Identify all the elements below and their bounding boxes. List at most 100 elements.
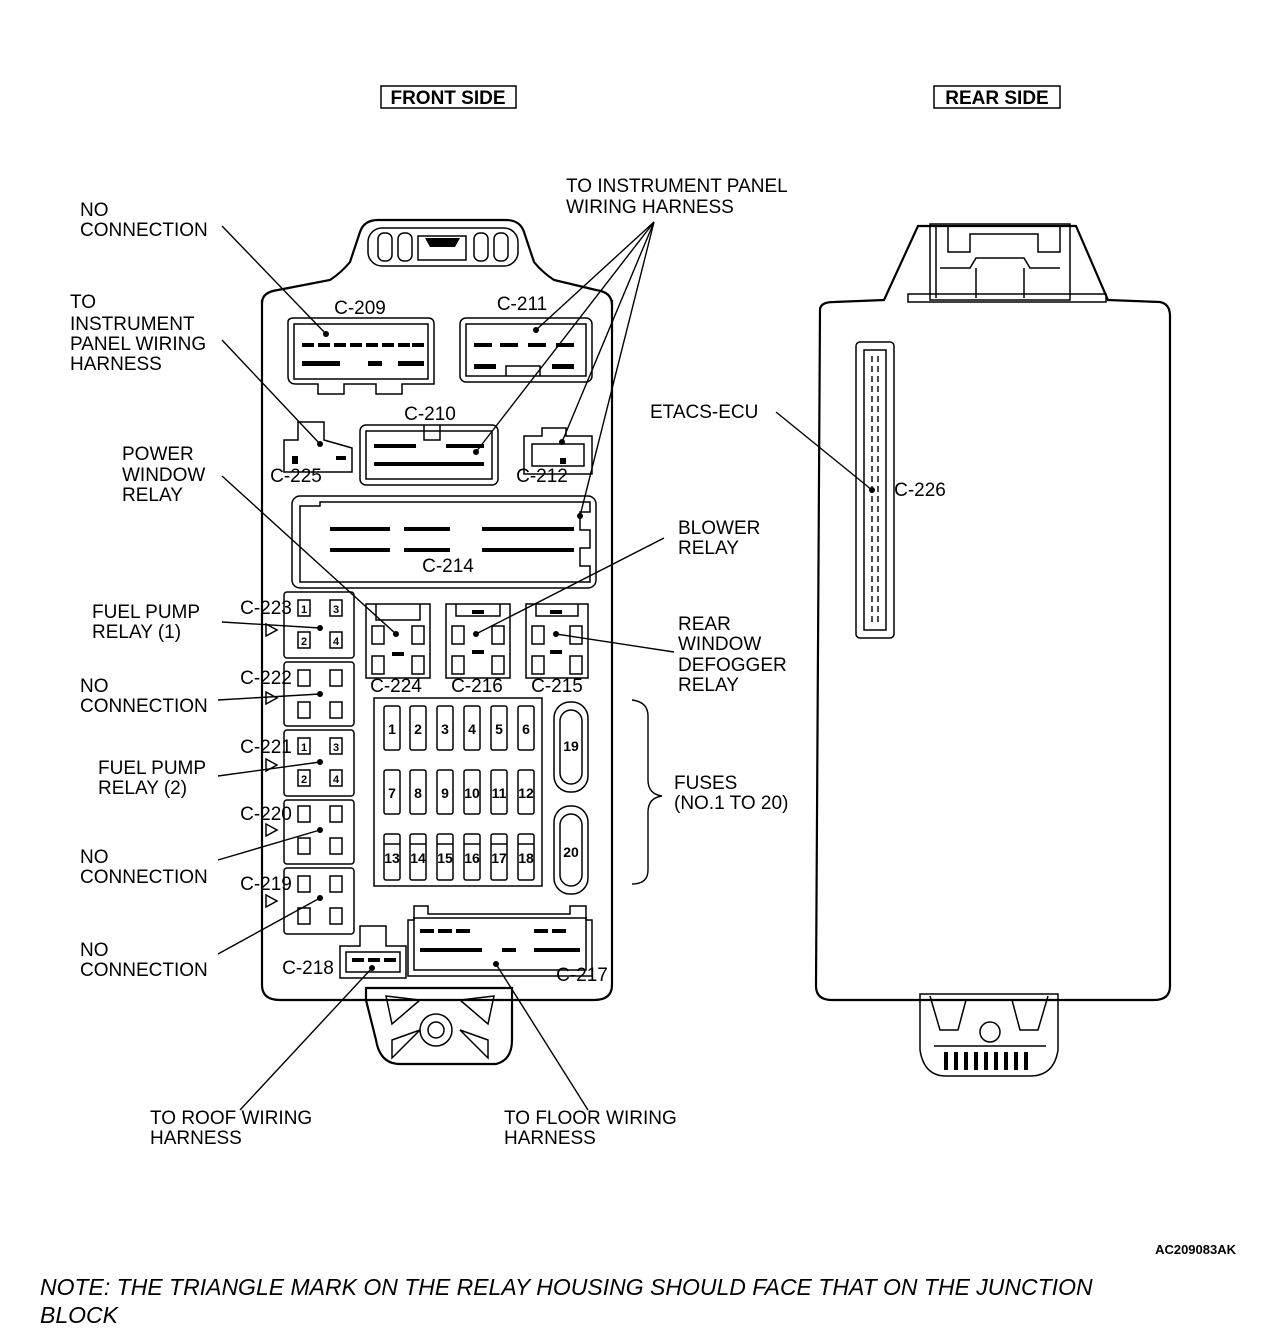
fuse-11-label: 11 — [492, 785, 507, 801]
svg-text:CONNECTION: CONNECTION — [80, 220, 208, 241]
svg-text:CONNECTION: CONNECTION — [80, 867, 208, 888]
triangle-mark-icon — [265, 622, 279, 638]
fuse-13: 13 — [383, 833, 401, 881]
fuse-3-label: 3 — [441, 721, 449, 737]
connector-c225-label: C-225 — [270, 466, 322, 487]
fuse-8-label: 8 — [414, 785, 422, 801]
relay-socket-c216-label: C-216 — [451, 676, 503, 697]
connector-c225 — [283, 421, 353, 473]
triangle-mark-icon — [265, 690, 279, 706]
svg-text:TO: TO — [70, 292, 96, 313]
rear-side-header-box — [933, 85, 1061, 109]
svg-text:NO: NO — [80, 676, 109, 697]
fuse-9-label: 9 — [441, 785, 449, 801]
fuse-15-label: 15 — [437, 850, 453, 866]
front-junction-block — [260, 218, 614, 1066]
relay-socket-c216 — [445, 603, 511, 679]
svg-text:WINDOW: WINDOW — [678, 634, 761, 655]
connector-c218-label: C-218 — [282, 958, 334, 979]
fuse-10: 10 — [463, 769, 481, 815]
fuse-13-label: 13 — [384, 850, 400, 866]
fuse-6-label: 6 — [522, 721, 530, 737]
figure-code: AC209083AK — [1155, 1242, 1237, 1257]
connector-c212 — [523, 427, 593, 475]
fuse-11: 11 — [490, 769, 508, 815]
fuse-20-label: 20 — [563, 844, 579, 860]
fuse-19-label: 19 — [563, 738, 579, 754]
svg-text:FUEL PUMP: FUEL PUMP — [98, 758, 206, 779]
rear-junction-block — [814, 223, 1172, 1077]
svg-text:2: 2 — [301, 636, 307, 648]
leader-lines — [217, 221, 873, 1111]
relay-socket-c222-label: C-222 — [240, 668, 292, 689]
svg-text:HARNESS: HARNESS — [504, 1128, 596, 1149]
fuse-8: 8 — [409, 769, 427, 815]
connector-c209 — [287, 317, 435, 395]
relay-socket-c222 — [265, 661, 355, 727]
relay-socket-c221: 1 3 2 4 — [265, 729, 355, 797]
svg-text:NO: NO — [80, 940, 109, 961]
fuse-7: 7 — [383, 769, 401, 815]
svg-text:RELAY: RELAY — [678, 675, 739, 696]
triangle-mark-icon — [265, 822, 279, 838]
connector-c226-label: C-226 — [894, 480, 946, 501]
svg-text:CONNECTION: CONNECTION — [80, 960, 208, 981]
svg-text:RELAY (2): RELAY (2) — [98, 778, 187, 799]
svg-text:BLOWER: BLOWER — [678, 518, 760, 539]
relay-socket-c224 — [365, 603, 431, 679]
relay-socket-c221-label: C-221 — [240, 737, 292, 758]
relay-socket-c215 — [525, 603, 589, 679]
connector-c209-label: C-209 — [334, 298, 386, 319]
label-no-connection-c219: NO CONNECTION — [80, 940, 208, 981]
label-no-connection-c209: NO CONNECTION — [80, 200, 208, 241]
relay-socket-c219 — [265, 867, 355, 935]
leader-dots — [317, 327, 875, 971]
fuse-2: 2 — [409, 705, 427, 751]
svg-text:1: 1 — [301, 604, 307, 616]
svg-text:INSTRUMENT: INSTRUMENT — [70, 314, 195, 335]
triangle-mark-icon — [265, 893, 279, 909]
fuse-17-label: 17 — [491, 850, 507, 866]
svg-text:4: 4 — [333, 774, 340, 786]
fuse-16: 16 — [463, 833, 481, 881]
svg-text:RELAY: RELAY — [678, 538, 739, 559]
fuse-1-label: 1 — [388, 721, 396, 737]
svg-text:1: 1 — [301, 742, 307, 754]
label-power-window-relay: POWER WINDOW RELAY — [122, 444, 205, 506]
fuse-18-label: 18 — [518, 850, 534, 866]
fuse-4-label: 4 — [468, 721, 476, 737]
relay-socket-c223-label: C-223 — [240, 598, 292, 619]
label-to-roof-harness: TO ROOF WIRING HARNESS — [150, 1108, 312, 1149]
svg-text:TO INSTRUMENT PANEL: TO INSTRUMENT PANEL — [566, 176, 788, 197]
fuse-16-label: 16 — [464, 850, 480, 866]
label-fuel-pump-relay-1: FUEL PUMP RELAY (1) — [92, 602, 200, 643]
label-etacs-ecu: ETACS-ECU — [650, 402, 758, 423]
svg-text:HARNESS: HARNESS — [70, 354, 162, 375]
front-side-header-box — [380, 85, 517, 109]
connector-c212-label: C-212 — [516, 466, 568, 487]
fuse-2-label: 2 — [414, 721, 422, 737]
fuse-10-label: 10 — [464, 785, 480, 801]
relay-socket-c219-label: C-219 — [240, 874, 292, 895]
svg-text:FUSES: FUSES — [674, 773, 737, 794]
label-to-ip-harness-top: TO INSTRUMENT PANEL WIRING HARNESS — [566, 176, 788, 218]
fuse-5-label: 5 — [495, 721, 503, 737]
svg-text:3: 3 — [333, 742, 339, 754]
fuse-4: 4 — [463, 705, 481, 751]
fuses-brace — [631, 699, 663, 885]
label-rear-defogger-relay: REAR WINDOW DEFOGGER RELAY — [678, 614, 787, 696]
svg-text:FUEL PUMP: FUEL PUMP — [92, 602, 200, 623]
connector-c210-label: C-210 — [404, 404, 456, 425]
fuse-9: 9 — [436, 769, 454, 815]
svg-text:NO: NO — [80, 200, 109, 221]
fuse-5: 5 — [490, 705, 508, 751]
fuse-1: 1 — [383, 705, 401, 751]
fuse-18: 18 — [517, 833, 535, 881]
svg-text:TO FLOOR WIRING: TO FLOOR WIRING — [504, 1108, 677, 1129]
fuse-6: 6 — [517, 705, 535, 751]
label-no-connection-c220: NO CONNECTION — [80, 847, 208, 888]
svg-text:CONNECTION: CONNECTION — [80, 696, 208, 717]
relay-socket-c224-label: C-224 — [370, 676, 422, 697]
